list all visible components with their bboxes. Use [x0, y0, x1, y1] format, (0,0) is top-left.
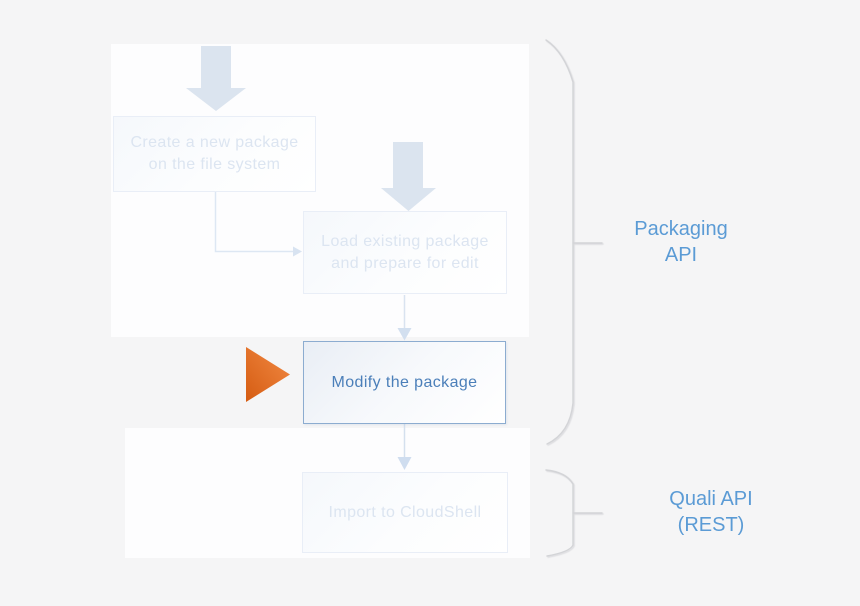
flow-step-modify-package: Modify the package — [303, 341, 506, 424]
connector-load-to-modify — [397, 295, 412, 341]
connector-create-to-load — [214, 192, 302, 257]
step-label: Load existing package and prepare for ed… — [321, 232, 489, 272]
flow-step-load-package: Load existing package and prepare for ed… — [303, 211, 507, 294]
step-label: Create a new package on the file system — [130, 134, 299, 173]
label-quali-api: Quali API (REST) — [669, 488, 753, 536]
flow-step-create-package: Create a new package on the file system — [113, 116, 316, 192]
step-label: Modify the package — [331, 373, 478, 391]
quali-brace-icon — [545, 469, 603, 557]
packaging-brace-icon — [545, 39, 603, 445]
down-arrow-icon — [186, 46, 246, 111]
flow-step-import-cloudshell: Import to CloudShell — [302, 472, 508, 553]
current-step-pointer-icon — [246, 347, 290, 402]
connector-modify-to-import — [397, 424, 412, 470]
down-arrow-icon — [381, 142, 436, 211]
label-packaging-api: Packaging API — [634, 218, 728, 266]
step-label: Import to CloudShell — [328, 503, 482, 521]
